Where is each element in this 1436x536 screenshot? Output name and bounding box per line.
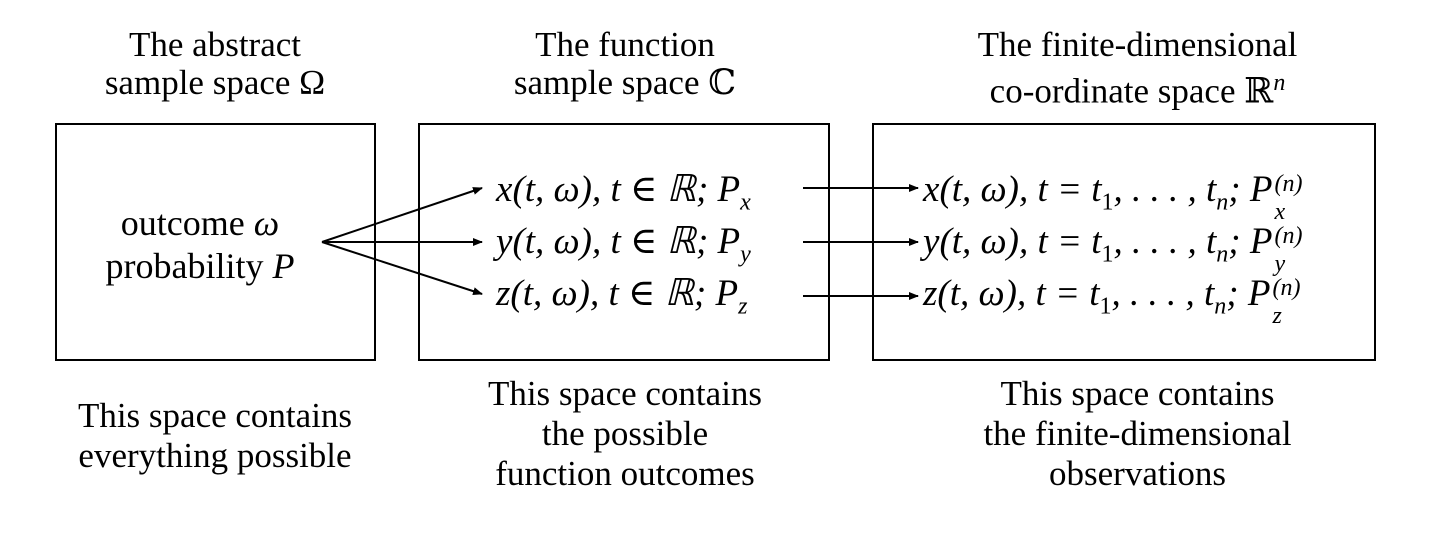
title-text: co-ordinate space ℝ (989, 71, 1274, 111)
caption-line: observations (1049, 454, 1226, 493)
caption-line: everything possible (78, 436, 352, 475)
formula-index: n (1214, 293, 1227, 320)
title-line: sample space ℂ (513, 63, 737, 102)
formula-sub: x (1274, 199, 1286, 225)
formula-sub: z (738, 293, 748, 320)
box-coordinate-space (872, 123, 1376, 361)
formula-index: n (1216, 189, 1229, 216)
formula-end: ; P (1228, 169, 1273, 210)
formula-sub: x (740, 189, 751, 216)
box-abstract-sample-space (55, 123, 376, 361)
formula-sub: y (740, 241, 751, 268)
formula-supsub: (n)z (1270, 275, 1304, 329)
formula-args: (t, ω), t = t (939, 221, 1102, 262)
probability-line: probability P (80, 245, 320, 288)
formula-var: x (923, 169, 940, 210)
arrow-omega-to-z (321, 241, 483, 296)
formula-args: (t, ω), t = t (939, 169, 1102, 210)
title-abstract-sample-space: The abstract sample space Ω (60, 26, 370, 102)
function-formula-y: y(t, ω), t ∈ ℝ; Py (496, 222, 751, 274)
title-line: The abstract (129, 25, 301, 64)
formula-args: (t, ω), t = t (937, 273, 1100, 314)
title-line: sample space Ω (104, 63, 326, 102)
formula-var: x (496, 169, 513, 210)
formula-supsub: (n)x (1272, 171, 1306, 225)
arrow-omega-to-x (321, 187, 483, 243)
formula-index: 1 (1101, 189, 1114, 216)
caption-line: This space contains (487, 374, 763, 413)
caption-line: the possible (541, 414, 709, 453)
probability-text: probability P (105, 246, 295, 286)
formula-sup: (n) (1272, 275, 1301, 301)
coordinate-formula-y: y(t, ω), t = t1, . . . , tn; P(n)y (923, 221, 1306, 278)
formula-end: ; P (1228, 221, 1273, 262)
title-line: The finite-dimensional (977, 25, 1298, 64)
formula-mid: , . . . , t (1113, 221, 1217, 262)
outcome-probability-label: outcome ω probability P (80, 202, 320, 288)
caption-abstract: This space contains everything possible (45, 396, 385, 476)
coordinate-formula-z: z(t, ω), t = t1, . . . , tn; P(n)z (923, 273, 1304, 330)
formula-mid: , . . . , t (1111, 273, 1215, 314)
formula-args: (t, ω), t ∈ ℝ; P (512, 221, 741, 262)
formula-var: y (496, 221, 513, 262)
caption-line: This space contains (1000, 374, 1275, 413)
title-coordinate-space: The finite-dimensional co-ordinate space… (875, 26, 1400, 111)
caption-line: function outcomes (495, 454, 755, 493)
title-superscript: n (1273, 70, 1286, 96)
title-line: The function (535, 25, 715, 64)
formula-var: z (496, 273, 511, 314)
caption-line: the finite-dimensional (983, 414, 1292, 453)
function-formula-z: z(t, ω), t ∈ ℝ; Pz (496, 274, 747, 326)
formula-sup: (n) (1274, 171, 1303, 197)
box-function-sample-space (418, 123, 830, 361)
formula-index: 1 (1101, 241, 1114, 268)
caption-line: This space contains (77, 396, 353, 435)
caption-coordinate: This space contains the finite-dimension… (905, 374, 1370, 494)
formula-index: 1 (1099, 293, 1112, 320)
formula-mid: , . . . , t (1113, 169, 1217, 210)
title-function-sample-space: The function sample space ℂ (420, 26, 830, 102)
formula-sup: (n) (1274, 223, 1303, 249)
formula-args: (t, ω), t ∈ ℝ; P (512, 169, 741, 210)
formula-var: y (923, 221, 940, 262)
formula-args: (t, ω), t ∈ ℝ; P (510, 273, 739, 314)
outcome-line: outcome ω (80, 202, 320, 245)
formula-supsub: (n)y (1272, 223, 1306, 277)
caption-function: This space contains the possible functio… (430, 374, 820, 494)
formula-end: ; P (1226, 273, 1271, 314)
formula-index: n (1216, 241, 1229, 268)
function-formula-x: x(t, ω), t ∈ ℝ; Px (496, 170, 751, 222)
formula-var: z (923, 273, 938, 314)
formula-sub: z (1272, 303, 1282, 329)
formula-sub: y (1274, 251, 1286, 277)
coordinate-formula-x: x(t, ω), t = t1, . . . , tn; P(n)x (923, 169, 1306, 226)
outcome-text: outcome ω (120, 203, 280, 243)
title-line: co-ordinate space ℝn (875, 64, 1400, 111)
